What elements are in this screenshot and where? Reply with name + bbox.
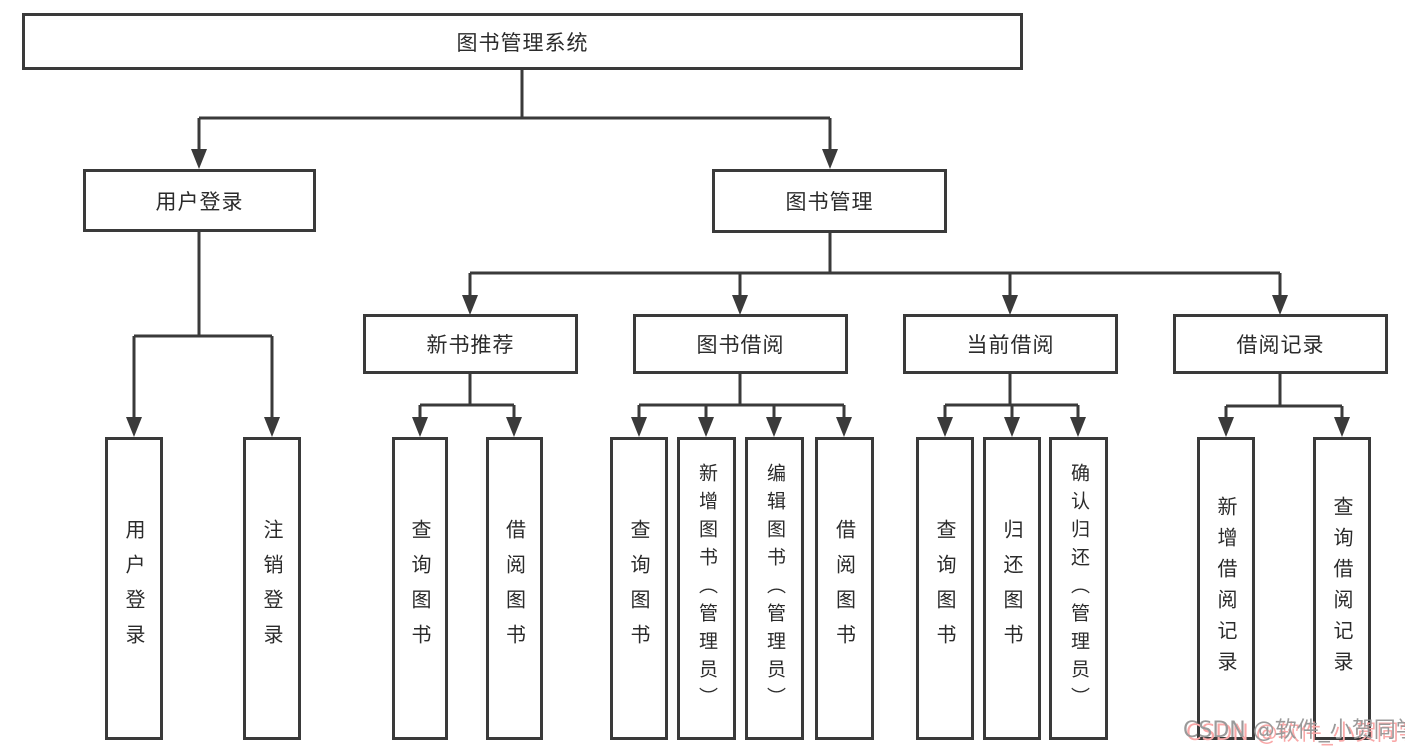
csdn-watermark: CSDN @软件_小贺同学 xyxy=(1183,718,1405,743)
node-library-management-system: 图书管理系统 xyxy=(22,13,1023,70)
tree-edges xyxy=(132,70,1344,419)
leaf-query-borrow-record-label: 查询借阅记录 xyxy=(1330,495,1354,682)
leaf-user-login-label: 用户登录 xyxy=(122,518,146,659)
leaf-edit-books-admin: 编辑图书（管理员） xyxy=(745,437,804,740)
leaf-return-books-label: 归还图书 xyxy=(1000,518,1024,659)
node-book-borrowing: 图书借阅 xyxy=(633,314,848,374)
leaf-borrow-books-2: 借阅图书 xyxy=(815,437,874,740)
leaf-logout: 注销登录 xyxy=(243,437,301,740)
leaf-query-books-3: 查询图书 xyxy=(916,437,974,740)
leaf-add-books-admin: 新增图书（管理员） xyxy=(677,437,736,740)
leaf-add-books-admin-label: 新增图书（管理员） xyxy=(696,462,718,715)
leaf-return-books: 归还图书 xyxy=(983,437,1041,740)
leaf-confirm-return-admin: 确认归还（管理员） xyxy=(1049,437,1108,740)
leaf-user-login: 用户登录 xyxy=(105,437,163,740)
leaf-borrow-books-1: 借阅图书 xyxy=(486,437,543,740)
node-user-login: 用户登录 xyxy=(83,169,316,232)
leaf-query-books-3-label: 查询图书 xyxy=(933,518,957,659)
node-borrowing-records: 借阅记录 xyxy=(1173,314,1388,374)
leaf-logout-label: 注销登录 xyxy=(260,518,284,659)
node-new-book-recommendation: 新书推荐 xyxy=(363,314,578,374)
leaf-borrow-books-2-label: 借阅图书 xyxy=(832,518,857,659)
leaf-query-books-2: 查询图书 xyxy=(610,437,668,740)
leaf-query-books-1-label: 查询图书 xyxy=(408,518,432,659)
leaf-query-borrow-record: 查询借阅记录 xyxy=(1313,437,1371,740)
leaf-add-borrow-record: 新增借阅记录 xyxy=(1197,437,1255,740)
leaf-edit-books-admin-label: 编辑图书（管理员） xyxy=(764,462,786,715)
leaf-query-books-1: 查询图书 xyxy=(392,437,448,740)
node-book-management: 图书管理 xyxy=(712,169,947,233)
leaf-borrow-books-1-label: 借阅图书 xyxy=(502,518,527,659)
leaf-confirm-return-admin-label: 确认归还（管理员） xyxy=(1068,462,1090,715)
leaf-query-books-2-label: 查询图书 xyxy=(627,518,651,659)
node-current-borrowing: 当前借阅 xyxy=(903,314,1118,374)
leaf-add-borrow-record-label: 新增借阅记录 xyxy=(1214,495,1238,682)
